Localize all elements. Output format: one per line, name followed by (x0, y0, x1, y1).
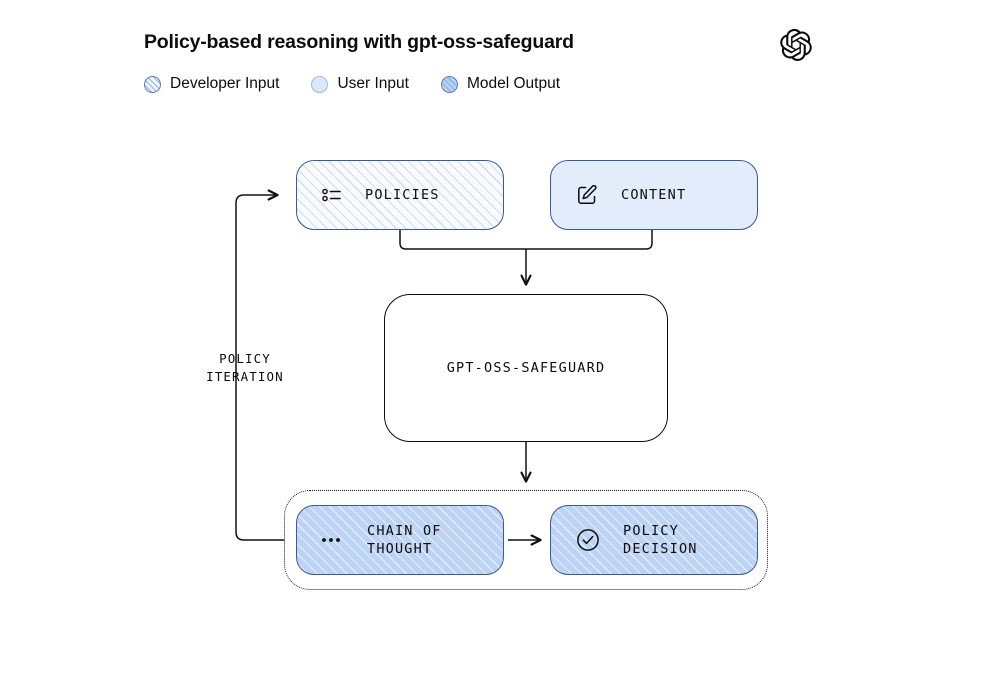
legend: Developer Input User Input Model Output (144, 72, 560, 96)
legend-label: Model Output (466, 75, 561, 92)
node-content[interactable]: CONTENT (550, 160, 758, 230)
page-title: Policy-based reasoning with gpt-oss-safe… (144, 31, 574, 53)
list-icon (322, 188, 341, 202)
node-gpt-oss-safeguard[interactable]: GPT-OSS-SAFEGUARD (384, 294, 668, 442)
model-output-swatch-icon (440, 75, 458, 93)
policy-iteration-label: POLICY ITERATION (206, 351, 284, 385)
node-label: POLICIES (365, 186, 440, 203)
legend-label: User Input (337, 75, 409, 92)
node-policy-decision[interactable]: POLICY DECISION (550, 505, 758, 575)
node-label: CONTENT (621, 186, 687, 203)
user-input-swatch-icon (311, 75, 329, 93)
node-label: CHAIN OF THOUGHT (367, 522, 442, 557)
edit-pencil-icon (578, 184, 597, 204)
developer-input-swatch-icon (144, 75, 161, 93)
legend-item-developer-input: Developer Input (144, 75, 279, 93)
ellipsis-icon (322, 538, 340, 542)
legend-label: Developer Input (170, 75, 280, 92)
node-label: POLICY DECISION (623, 522, 698, 557)
model-output-group (284, 490, 768, 590)
legend-item-user-input: User Input (311, 75, 409, 93)
node-policies[interactable]: POLICIES (296, 160, 504, 230)
node-chain-of-thought[interactable]: CHAIN OF THOUGHT (296, 505, 504, 575)
node-label: GPT-OSS-SAFEGUARD (446, 359, 606, 376)
check-circle-icon (577, 529, 599, 551)
openai-logo-icon (780, 29, 812, 61)
legend-item-model-output: Model Output (440, 75, 561, 93)
